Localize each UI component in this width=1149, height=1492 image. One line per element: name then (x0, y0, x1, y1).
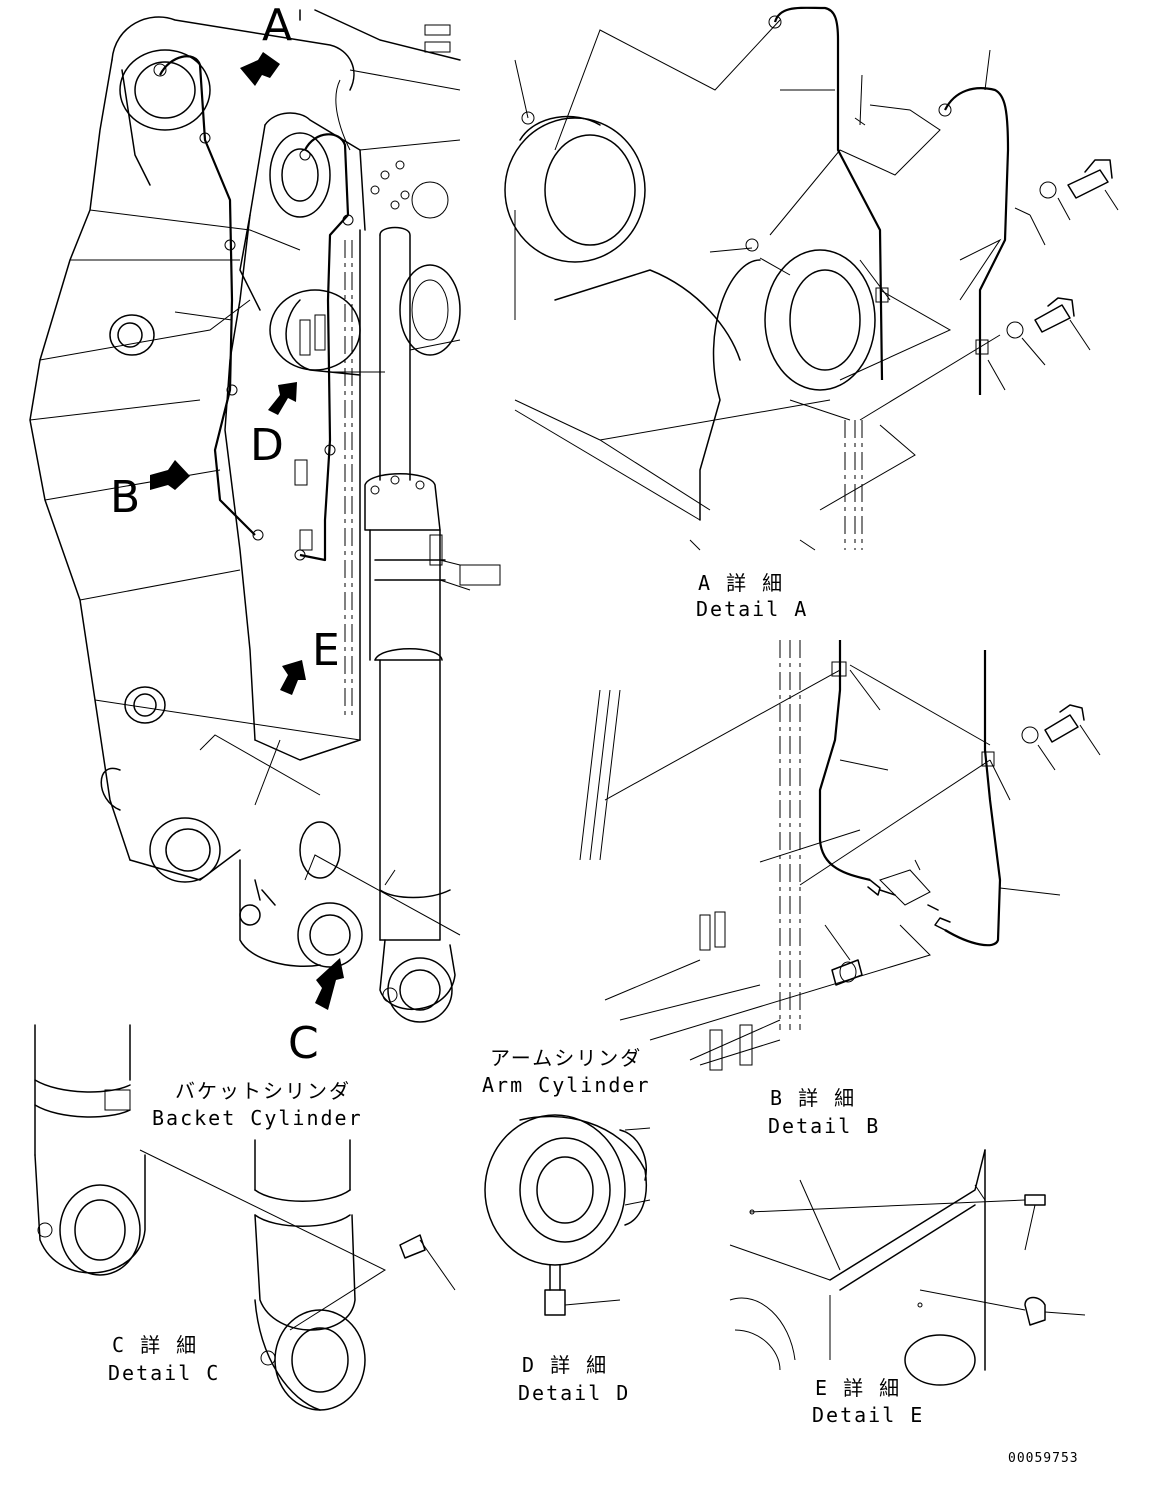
detail-d-drawing (484, 1114, 651, 1316)
detail-c-jp: C 詳 細 (112, 1333, 198, 1357)
callout-a: A (262, 0, 292, 51)
detail-a-drawing (504, 6, 1119, 551)
detail-e-en: Detail E (812, 1403, 924, 1427)
callout-d: D (250, 420, 284, 471)
bucket-cylinder-en: Backet Cylinder (152, 1106, 363, 1130)
arm-cylinder (364, 226, 501, 1023)
detail-b-jp: B 詳 細 (770, 1086, 856, 1110)
detail-c-drawing (34, 1024, 456, 1411)
arrow-c-icon (315, 958, 344, 1010)
detail-c-en: Detail C (108, 1361, 220, 1385)
arrow-d-icon (268, 382, 297, 415)
detail-d-jp: D 詳 細 (522, 1353, 608, 1377)
arrow-e-icon (280, 660, 306, 695)
callout-b: B (110, 472, 140, 523)
grease-hoses-main (153, 55, 354, 562)
arm-assembly (29, 9, 461, 968)
detail-e-drawing (729, 1149, 1086, 1386)
detail-a-jp: A 詳 細 (698, 571, 784, 595)
detail-d-en: Detail D (518, 1381, 630, 1405)
detail-b-en: Detail B (768, 1114, 880, 1138)
drawing-number: 00059753 (1008, 1451, 1079, 1466)
callout-arrows (150, 52, 344, 1010)
arrow-a-icon (240, 52, 280, 86)
bucket-cylinder-jp: バケットシリンダ (175, 1079, 351, 1103)
detail-b-drawing (579, 640, 1101, 1071)
callout-c: C (288, 1018, 319, 1069)
arm-cylinder-jp: アームシリンダ (490, 1046, 642, 1070)
detail-e-jp: E 詳 細 (815, 1376, 901, 1400)
leader-lines-main (174, 311, 461, 936)
arm-cylinder-en: Arm Cylinder (482, 1073, 651, 1097)
callout-e: E (312, 625, 340, 676)
detail-a-en: Detail A (696, 597, 808, 621)
arrow-b-icon (150, 460, 190, 490)
